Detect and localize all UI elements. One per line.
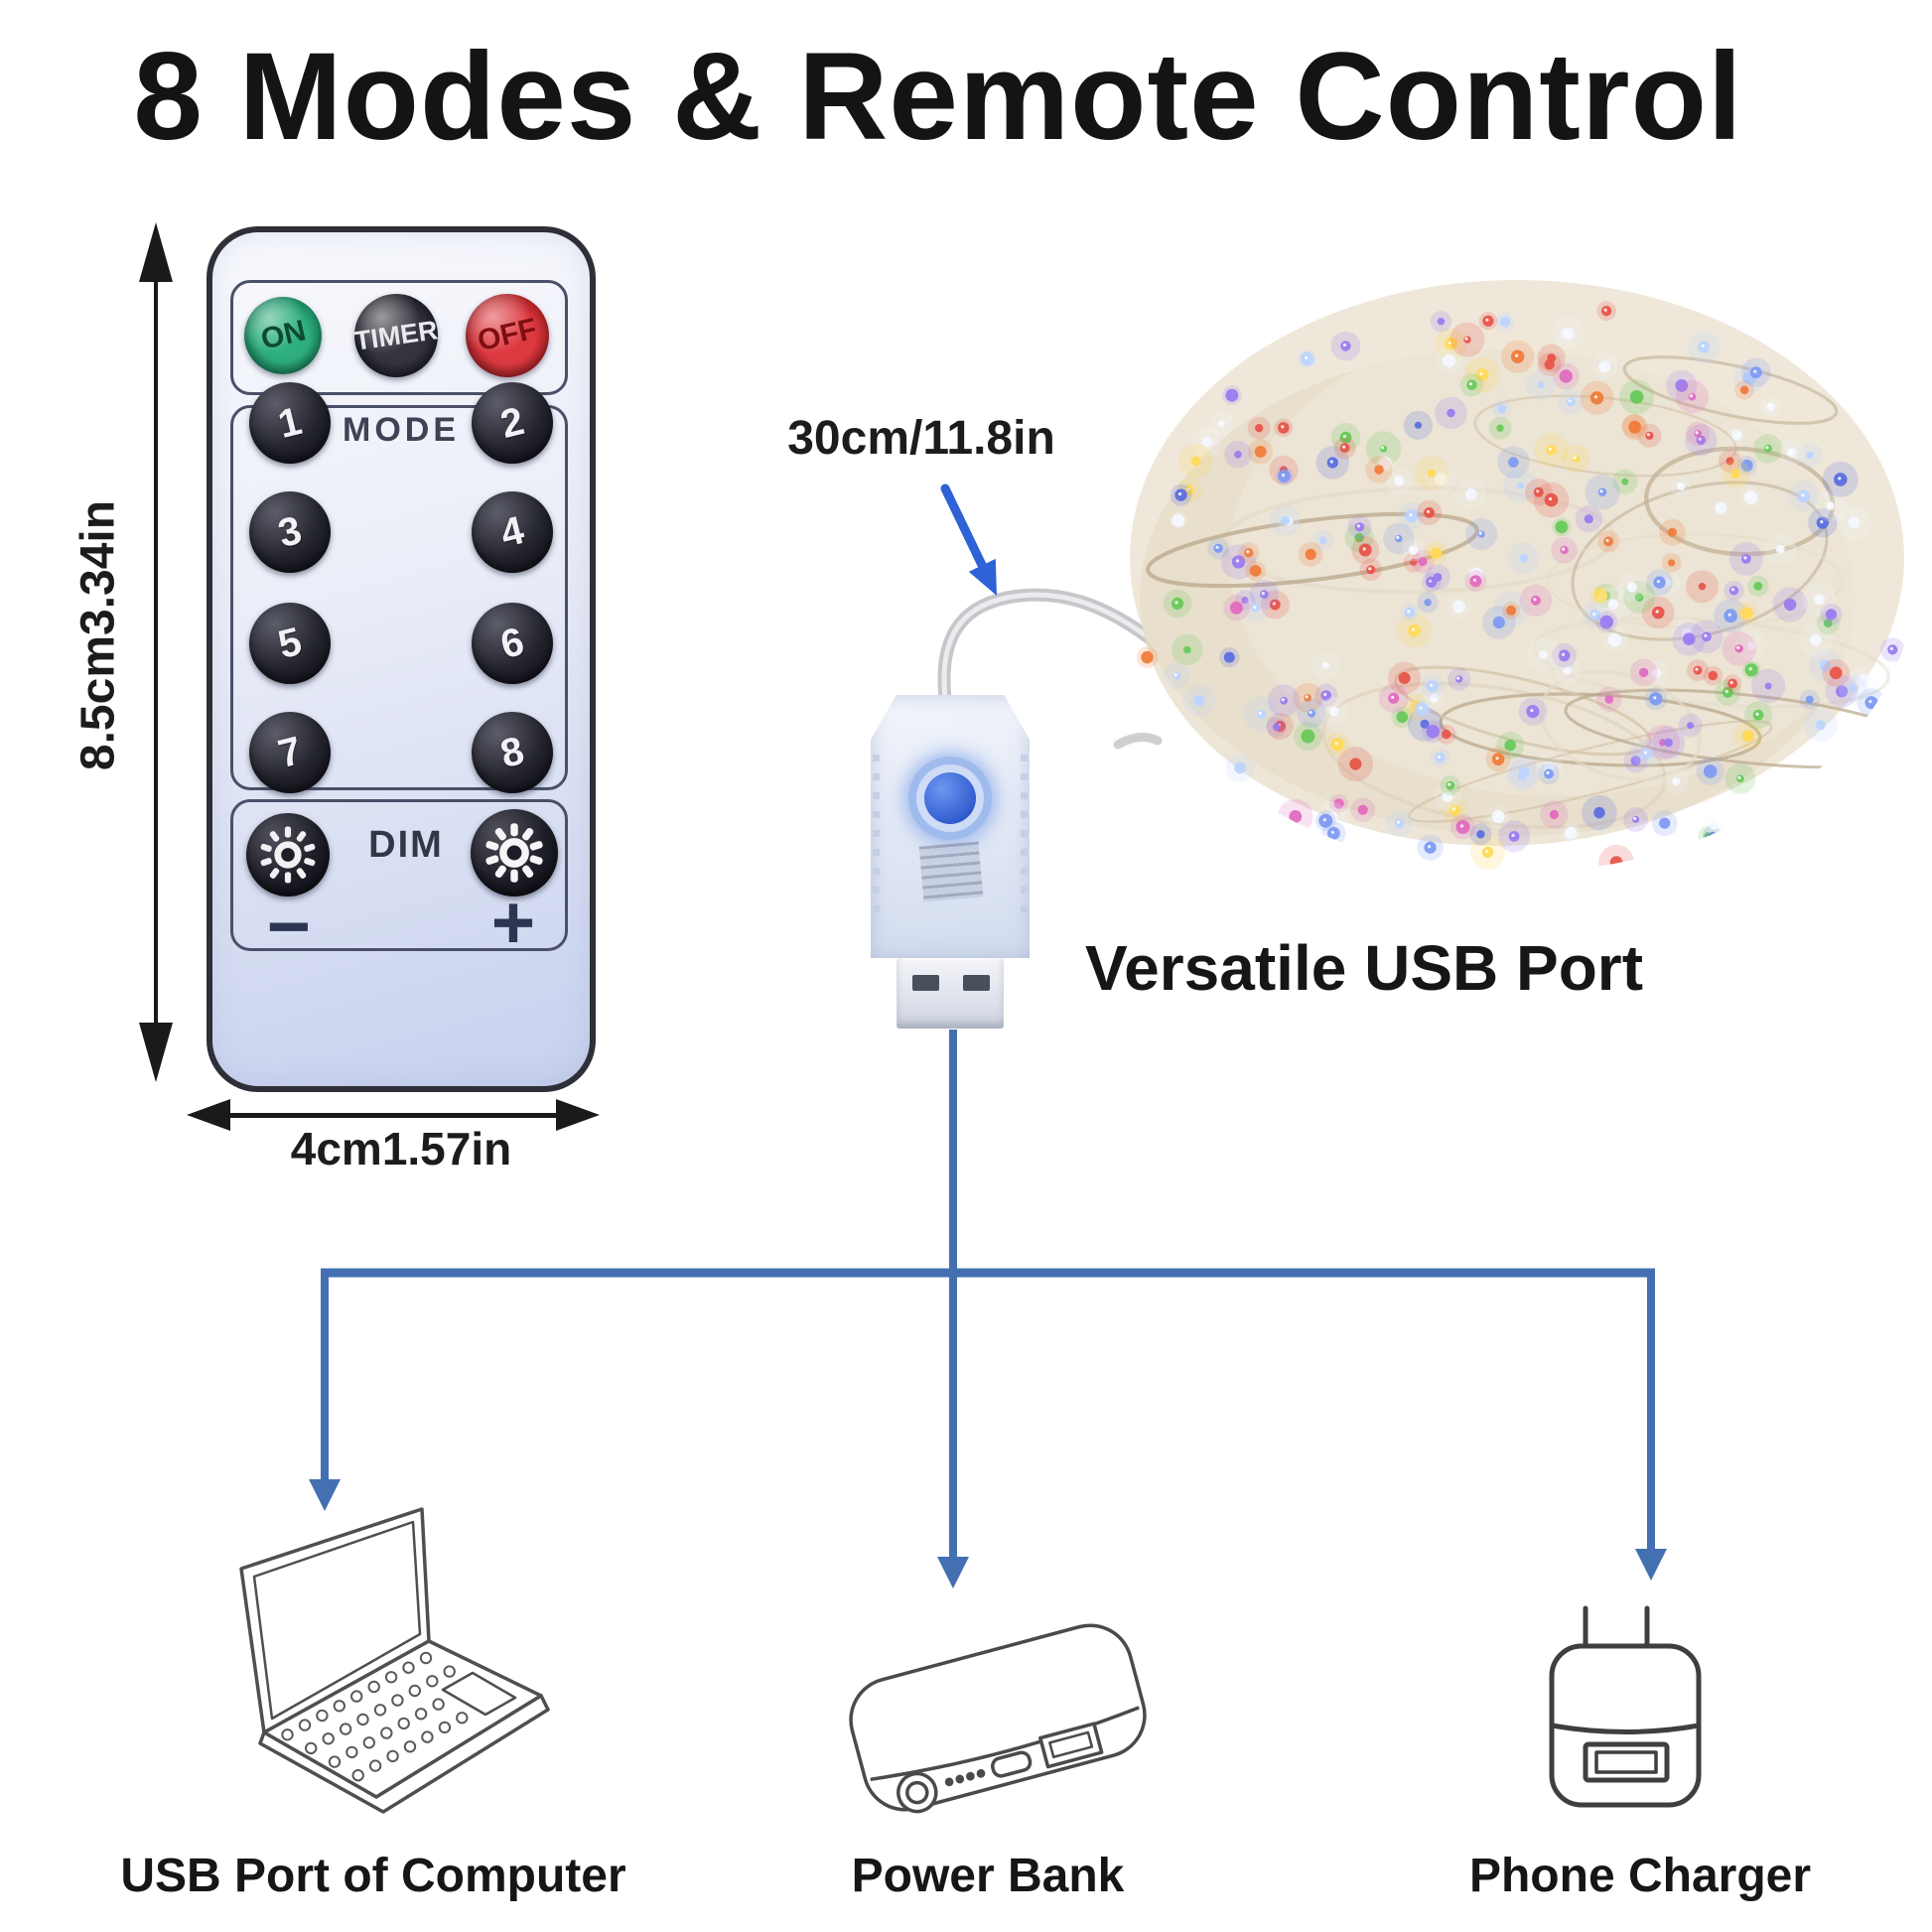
usb-controller-ribs-right	[1021, 755, 1028, 923]
usb-plug-slot-left	[912, 975, 939, 991]
usb-plug-slot-right	[963, 975, 990, 991]
remote-height-label: 8.5cm3.34in	[71, 499, 125, 771]
mode-section-label: MODE	[343, 411, 460, 449]
charger-body	[1549, 1643, 1702, 1808]
brightness-down-icon	[260, 826, 316, 884]
mode-button-3: 3	[249, 491, 331, 573]
mode-button-5: 5	[249, 603, 331, 684]
brightness-up-icon	[485, 823, 543, 883]
usb-port-caption: Versatile USB Port	[1085, 932, 1643, 1004]
page-title: 8 Modes & Remote Control	[133, 28, 1743, 166]
width-arrow-shaft	[208, 1113, 582, 1118]
usb-cable	[937, 588, 1161, 706]
height-arrow-shaft	[154, 264, 158, 1038]
power-button-panel	[230, 280, 568, 395]
laptop-base	[258, 1694, 550, 1814]
usb-plug	[897, 958, 1004, 1029]
laptop-lid	[239, 1507, 431, 1734]
connection-label-power-bank: Power Bank	[851, 1850, 1125, 1902]
mode-button-7: 7	[249, 712, 331, 793]
mode-button-1: 1	[249, 382, 331, 464]
phone-charger-icon	[1549, 1605, 1702, 1808]
arrow-right-icon	[556, 1099, 600, 1131]
remote-width-label: 4cm1.57in	[290, 1123, 512, 1174]
string-lights-coil	[1130, 280, 1916, 873]
usb-cable-highlight	[941, 592, 1157, 702]
mode-button-8: 8	[472, 712, 553, 793]
wire-tail	[1113, 733, 1163, 750]
off-button: OFF	[466, 294, 549, 377]
mode-button-panel	[230, 405, 568, 790]
cable-pointer-arrow	[940, 483, 987, 570]
power-bank-body	[849, 1623, 1147, 1812]
power-bank-flashlight	[897, 1771, 938, 1814]
laptop-icon	[239, 1507, 550, 1814]
power-bank-usb-port	[1038, 1722, 1104, 1769]
cable-pointer-arrowhead-icon	[968, 558, 997, 596]
connector-arrowhead-left-icon	[309, 1479, 341, 1511]
connection-label-phone-charger: Phone Charger	[1468, 1850, 1812, 1902]
connector-arrowhead-center-icon	[937, 1557, 969, 1588]
charger-usb-port	[1583, 1741, 1670, 1783]
power-bank-icon	[849, 1623, 1147, 1814]
dim-up-button	[471, 809, 558, 897]
arrow-up-icon	[139, 222, 173, 282]
mode-button-4: 4	[472, 491, 553, 573]
dim-minus-label: −	[266, 885, 312, 969]
dim-down-button	[246, 813, 330, 897]
dim-panel	[230, 799, 568, 951]
laptop-trackpad	[441, 1671, 517, 1717]
usb-controller-chip	[976, 751, 994, 765]
mode-button-6: 6	[472, 603, 553, 684]
mode-button-2: 2	[472, 382, 553, 464]
dim-plus-label: +	[490, 881, 536, 965]
cable-length-label: 30cm/11.8in	[787, 412, 1055, 465]
arrow-left-icon	[187, 1099, 230, 1131]
connection-label-computer: USB Port of Computer	[120, 1850, 626, 1902]
on-button-label: ON	[257, 314, 309, 356]
usb-controller-sticker	[918, 841, 984, 902]
connector-arrowhead-right-icon	[1635, 1549, 1667, 1581]
arrow-down-icon	[139, 1023, 173, 1082]
on-button: ON	[244, 297, 322, 374]
timer-button-label: TIMER	[352, 314, 440, 356]
off-button-label: OFF	[474, 312, 540, 358]
remote-control: ON TIMER OFF MODE 1 2 3 4 5 6 7 8	[207, 226, 596, 1092]
usb-mode-button	[924, 772, 976, 824]
power-bank-micro-usb	[991, 1750, 1033, 1778]
laptop-deck	[262, 1639, 543, 1799]
usb-controller-ribs-left	[873, 755, 880, 923]
dim-section-label: DIM	[368, 824, 444, 866]
timer-button: TIMER	[352, 294, 440, 377]
